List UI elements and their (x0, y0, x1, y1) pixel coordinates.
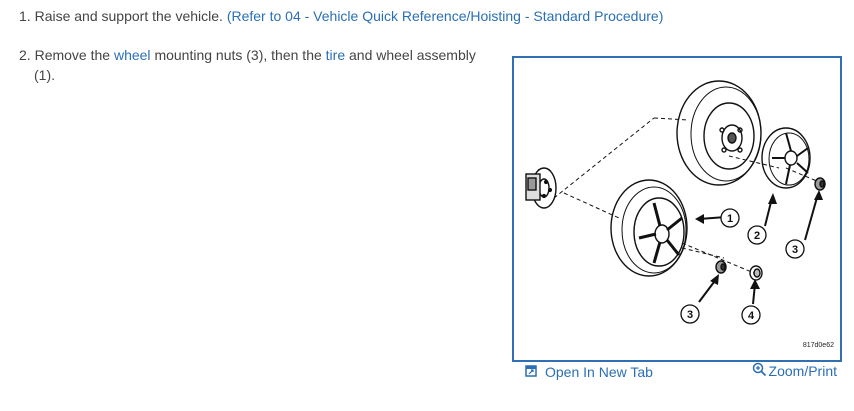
step-1: 1. Raise and support the vehicle. (Refer… (19, 6, 663, 26)
open-in-new-tab-button[interactable]: Open In New Tab (525, 364, 653, 380)
step-text: and wheel assembly (1). (34, 47, 476, 83)
callouts (680, 208, 805, 325)
callout-label: 3 (687, 309, 693, 321)
lower-wheel-assembly (610, 179, 688, 277)
callout-1 (720, 208, 740, 228)
step-number: 1. (19, 8, 31, 24)
step-2: 2. Remove the wheel mounting nuts (3), t… (19, 45, 499, 85)
hubcap (761, 127, 811, 189)
lug-nut-lower (715, 260, 727, 274)
step-2-body: 2. Remove the wheel mounting nuts (3), t… (19, 45, 499, 85)
arrowheads (695, 190, 823, 289)
open-in-new-tab-icon (525, 364, 537, 380)
zoom-print-button[interactable]: Zoom/Print (752, 362, 837, 380)
guide-lines (553, 117, 820, 274)
figure-code: 817d0e62 (802, 342, 834, 349)
callout-label: 1 (727, 213, 733, 225)
hub-rotor-assembly (525, 167, 557, 209)
callout-3-lower (680, 304, 700, 324)
callout-label: 3 (792, 244, 798, 256)
step-text: Raise and support the vehicle. (34, 8, 223, 24)
callout-label: 2 (754, 230, 760, 242)
hoisting-procedure-link[interactable]: (Refer to 04 - Vehicle Quick Reference/H… (226, 8, 664, 24)
callout-3-upper (785, 239, 805, 259)
lug-nut-upper (814, 177, 826, 191)
callout-2 (747, 225, 767, 245)
open-in-new-tab-label: Open In New Tab (545, 364, 653, 380)
nut-cover (749, 265, 763, 281)
figure-panel[interactable]: 1 2 3 3 4 817d0e62 (512, 56, 842, 362)
zoom-print-label: Zoom/Print (768, 363, 837, 379)
step-text: Remove the (34, 47, 111, 63)
zoom-icon (752, 362, 767, 380)
wheel-removal-illustration: 1 2 3 3 4 (525, 80, 826, 325)
step-number: 2. (19, 47, 31, 63)
callout-4 (741, 305, 761, 325)
callout-label: 4 (748, 310, 755, 322)
upper-tire (676, 80, 762, 186)
wheel-link[interactable]: wheel (113, 47, 151, 63)
figure-toolbar: Open In New Tab Zoom/Print (512, 360, 842, 386)
tire-link[interactable]: tire (325, 47, 346, 63)
step-text: mounting nuts (3), then the (154, 47, 322, 63)
